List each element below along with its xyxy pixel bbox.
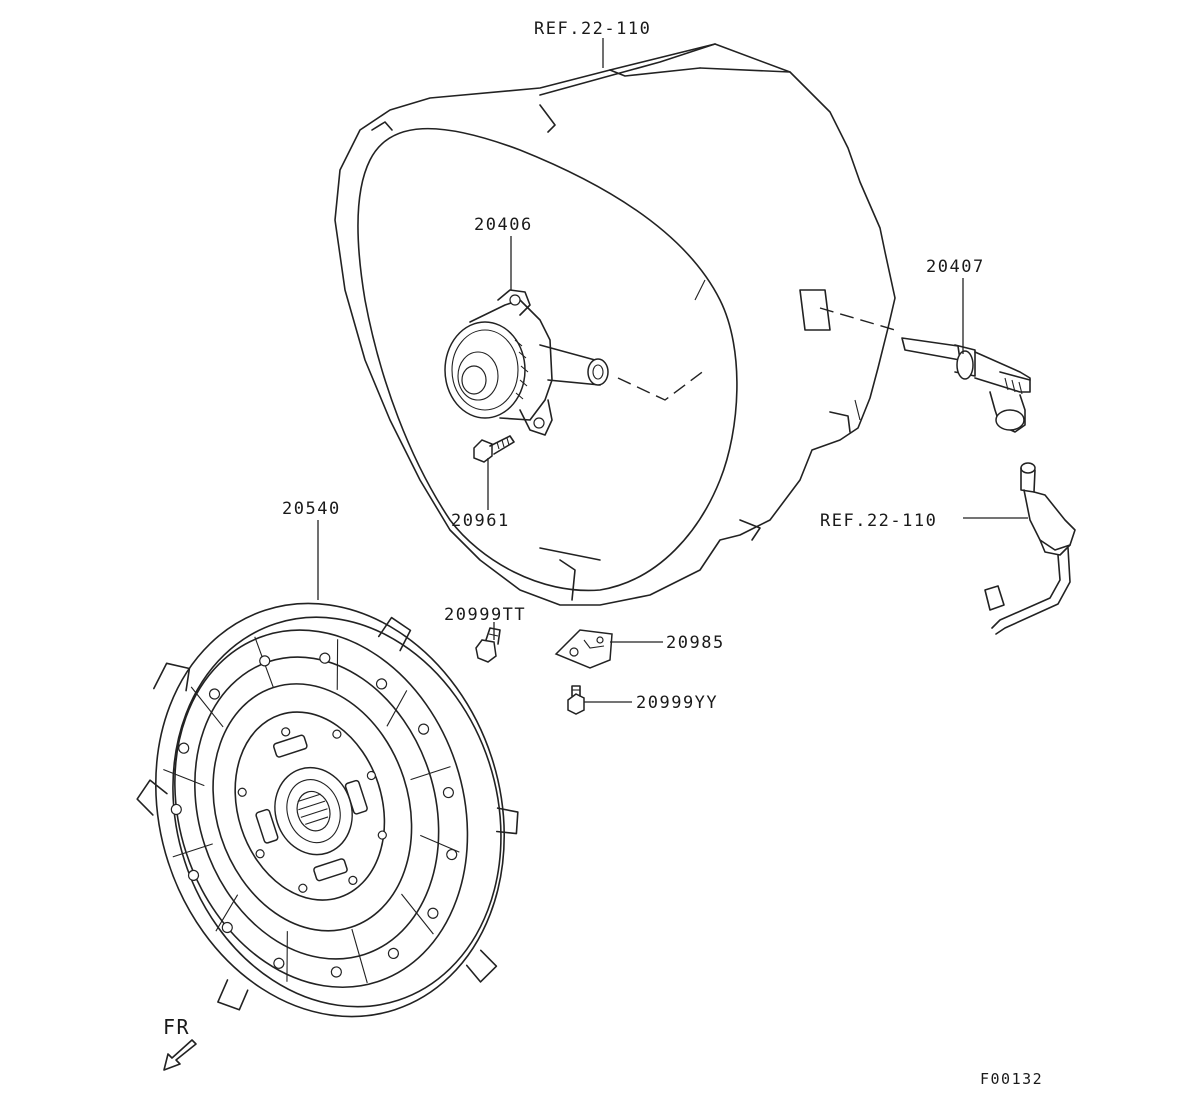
bolt-20999tt	[475, 627, 501, 663]
label-20999yy[interactable]: 20999YY	[636, 693, 718, 713]
concentric-slave-cylinder	[444, 289, 609, 436]
figure-code: F00132	[980, 1070, 1043, 1088]
label-ref-top[interactable]: REF.22-110	[534, 19, 651, 39]
label-20999tt[interactable]: 20999TT	[444, 605, 526, 625]
connection-dashed-line	[617, 369, 706, 401]
clutch-disc-and-cover	[136, 602, 519, 1018]
connection-dashed-line-2	[819, 307, 896, 331]
arrow-down-left-icon	[163, 1039, 197, 1071]
label-20961[interactable]: 20961	[451, 511, 510, 531]
label-ref-right[interactable]: REF.22-110	[820, 511, 937, 531]
hydraulic-pipe-assembly	[901, 337, 1031, 433]
leader-lines	[317, 38, 1028, 703]
front-marker-label: FR	[163, 1015, 190, 1039]
label-20406[interactable]: 20406	[474, 215, 533, 235]
bracket-20985	[554, 629, 613, 669]
bolt-20961	[473, 435, 515, 463]
label-20540[interactable]: 20540	[282, 499, 341, 519]
label-20985[interactable]: 20985	[666, 633, 725, 653]
bolt-20999yy	[567, 685, 585, 715]
label-20407[interactable]: 20407	[926, 257, 985, 277]
transmission-housing	[334, 43, 896, 606]
clutch-hose-fitting	[984, 462, 1076, 635]
